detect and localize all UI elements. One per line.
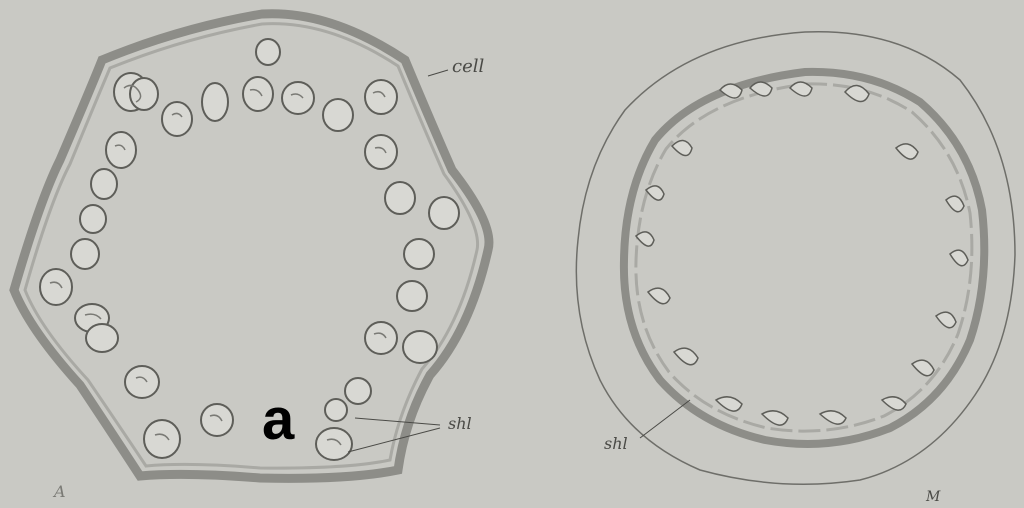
spore [106, 132, 136, 168]
panel-label-a: a [262, 386, 294, 453]
label-cell: cell [452, 56, 484, 77]
spore [130, 78, 158, 110]
spore [80, 205, 106, 233]
label-shl-right: shl [604, 434, 628, 453]
spore [345, 378, 371, 404]
spore [365, 80, 397, 114]
spore [201, 404, 233, 436]
spore [71, 239, 99, 269]
spore [40, 269, 72, 305]
spore [144, 420, 180, 458]
spore [385, 182, 415, 214]
spore [162, 102, 192, 136]
spore [282, 82, 314, 114]
spore [86, 324, 118, 352]
spore [243, 77, 273, 111]
spore [397, 281, 427, 311]
spore [365, 135, 397, 169]
label-letter-m: M [926, 489, 940, 505]
spore [429, 197, 459, 229]
spore [256, 39, 280, 65]
label-letter-a: A [54, 482, 66, 501]
spore [316, 428, 352, 460]
spore [202, 83, 228, 121]
spore [365, 322, 397, 354]
spore [323, 99, 353, 131]
spore [404, 239, 434, 269]
spore [125, 366, 159, 398]
spore [403, 331, 437, 363]
spore [325, 399, 347, 421]
label-shl-left: shl [448, 414, 472, 433]
spore [91, 169, 117, 199]
